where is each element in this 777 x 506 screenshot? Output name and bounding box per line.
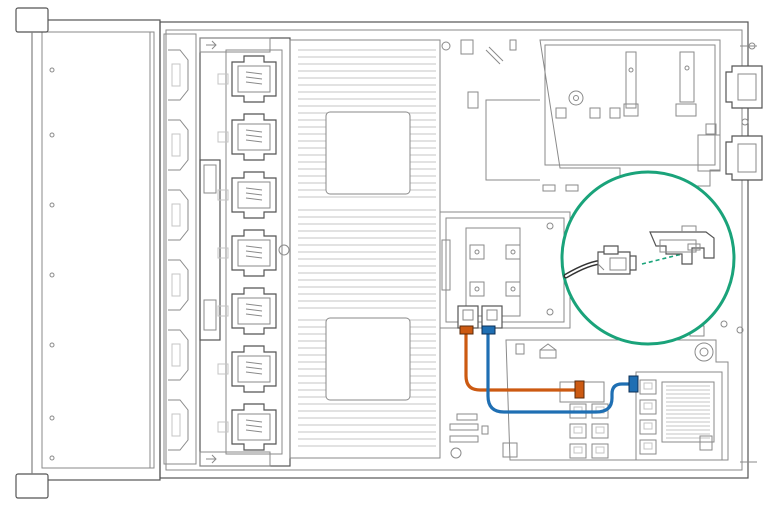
screw-icon (49, 342, 55, 348)
front-bezel (15, 7, 161, 499)
fan-module-icon (217, 113, 277, 161)
storage-controller-module (439, 211, 571, 329)
arrow-right-icon (206, 454, 217, 464)
orange-sas-cable (464, 331, 580, 392)
screw-icon (49, 415, 55, 421)
screw-icon (49, 202, 55, 208)
bezel-screws (49, 67, 55, 461)
sas-port-1 (457, 305, 479, 329)
sas-port-2 (481, 305, 503, 329)
blue-sas-cable (486, 331, 634, 414)
fan-module-icon (217, 171, 277, 219)
screw-icon (49, 272, 55, 278)
sas-connector-icon (628, 375, 639, 393)
fan-module-icon (217, 287, 277, 335)
fan-module-icon (217, 55, 277, 103)
callout-magnifier (560, 170, 736, 346)
fan-module-icon (217, 345, 277, 393)
heatsink-lower (325, 317, 411, 401)
port-receptacle-detail (649, 225, 715, 265)
rear-io-ports (697, 42, 763, 181)
memory-heatsink-area (289, 39, 462, 459)
arrow-right-icon (206, 40, 217, 50)
fan-module-icon (217, 229, 277, 277)
cables (459, 325, 639, 414)
screw-icon (49, 132, 55, 138)
fan-module-icon (217, 403, 277, 451)
sas-connector-icon (574, 380, 585, 399)
riser-cage (485, 39, 721, 187)
screw-icon (49, 455, 55, 461)
connector-small (456, 413, 478, 421)
heatsink-upper (325, 111, 411, 195)
screw-icon (49, 67, 55, 73)
screw-icon (450, 447, 462, 459)
controller-card (505, 320, 744, 461)
cable-connector-detail (563, 245, 637, 279)
screw-icon (441, 41, 451, 51)
drive-backplane (163, 33, 221, 465)
motherboard-top (449, 39, 579, 458)
